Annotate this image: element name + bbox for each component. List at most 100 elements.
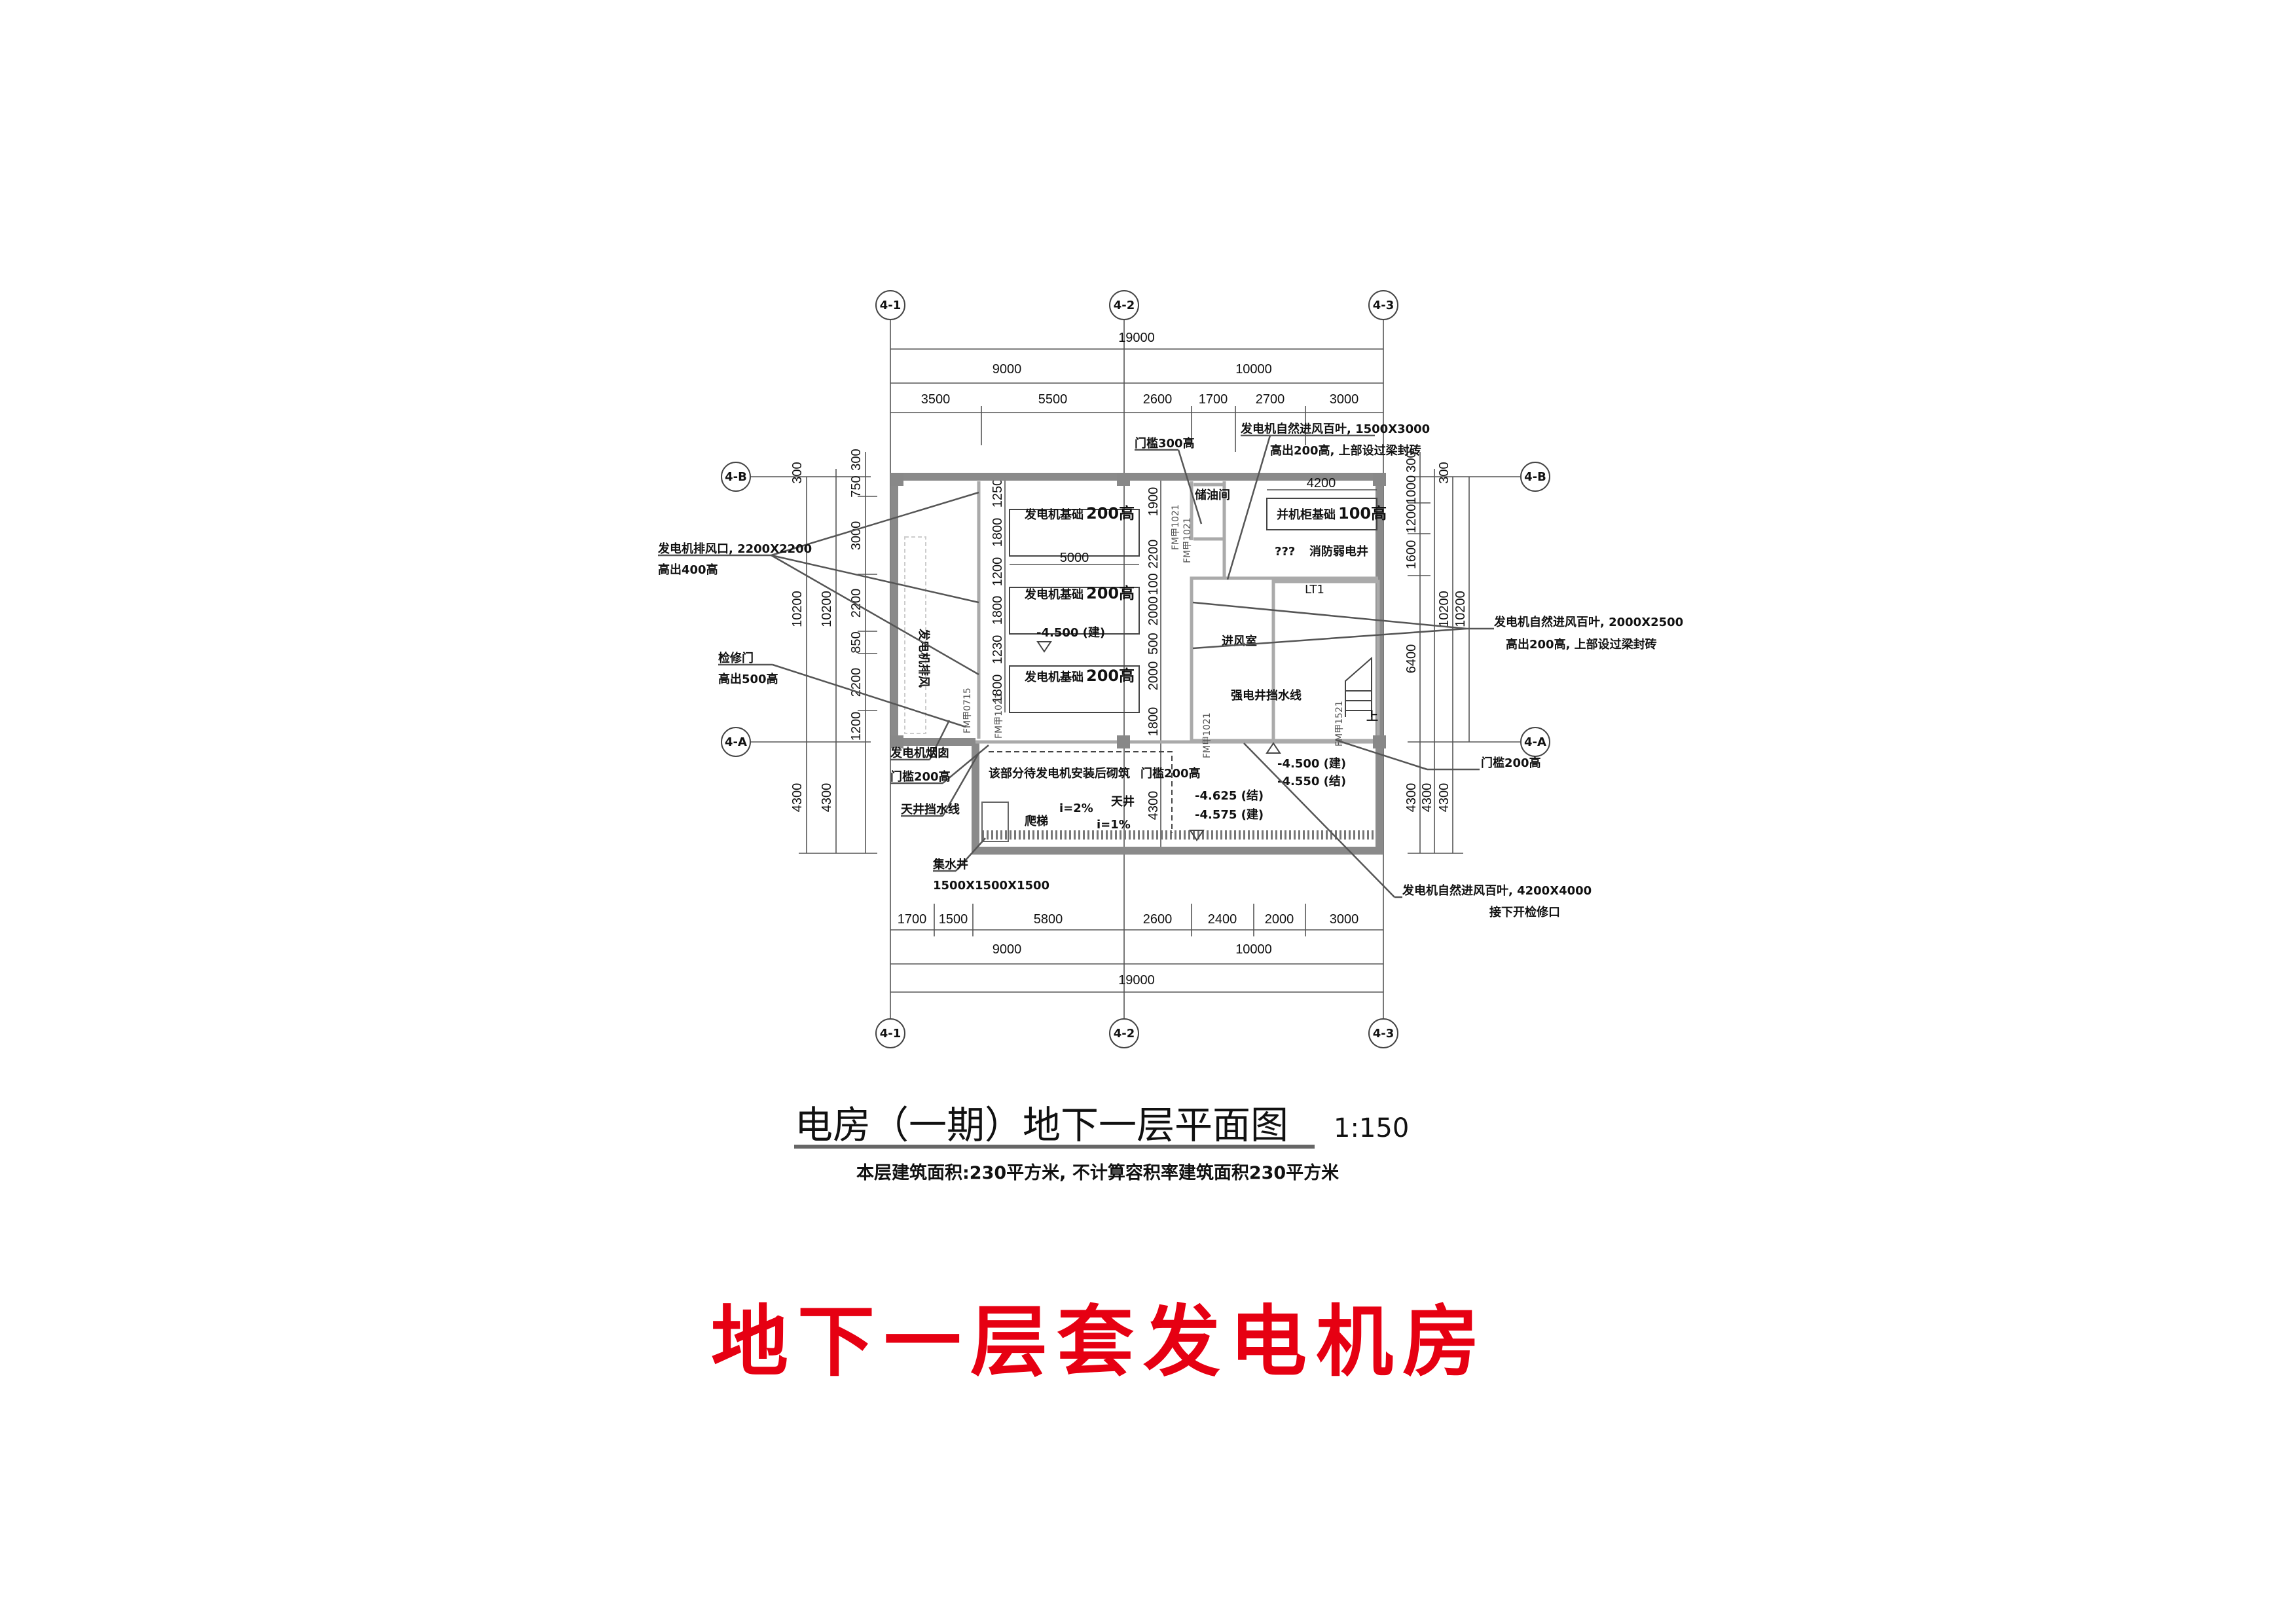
note-patio-curb: 天井挡水线 [901, 802, 960, 817]
weak-shaft-label: 消防弱电井 [1309, 544, 1368, 559]
svg-text:6400: 6400 [1404, 644, 1419, 674]
note-louver-3-detail: 接下开检修口 [1489, 905, 1560, 919]
door-code: FM甲1021 [1171, 504, 1181, 550]
exhaust-shaft-label: 发电机排风 [917, 628, 931, 688]
note-sill-200-mid: 门槛200高 [1140, 766, 1201, 781]
svg-text:1800: 1800 [991, 596, 1005, 625]
slope-1-label: i=1% [1097, 818, 1131, 832]
axis-4-2-top: 4-2 [1109, 290, 1139, 320]
top-dimensions: 19000 9000 10000 3500 5500 2600 1700 270… [890, 331, 1383, 452]
svg-text:10000: 10000 [1235, 362, 1272, 377]
svg-text:10200: 10200 [1453, 591, 1468, 627]
area-note: 本层建筑面积:230平方米, 不计算容积率建筑面积230平方米 [856, 1162, 1339, 1183]
note-sill-200-right: 门槛200高 [1481, 756, 1541, 770]
svg-text:3000: 3000 [849, 521, 864, 551]
note-sill-300: 门槛300高 [1135, 436, 1195, 451]
svg-text:2700: 2700 [1256, 392, 1285, 407]
svg-text:300: 300 [1404, 451, 1419, 472]
svg-text:9000: 9000 [993, 362, 1022, 377]
axis-4-A-left: 4-A [721, 727, 751, 757]
svg-text:2000: 2000 [1265, 912, 1294, 927]
note-louver-1: 发电机自然进风百叶, 1500X3000 [1240, 422, 1430, 436]
svg-text:750: 750 [849, 475, 864, 497]
svg-text:10200: 10200 [1437, 591, 1451, 627]
svg-text:10000: 10000 [1235, 942, 1272, 957]
note-exhaust-height: 高出400高 [658, 563, 718, 577]
svg-text:1600: 1600 [1404, 540, 1419, 570]
note-sump: 集水井 [932, 857, 968, 872]
door-code: FM甲1021 [1182, 517, 1193, 563]
axis-4-B-right: 4-B [1520, 462, 1550, 492]
svg-text:300: 300 [1437, 462, 1451, 483]
svg-text:4-B: 4-B [1524, 470, 1546, 484]
elev-corridor-arch: -4.500 (建) [1277, 756, 1346, 771]
axis-4-1-bottom: 4-1 [875, 1018, 905, 1048]
svg-text:1200: 1200 [991, 557, 1005, 587]
note-louver-2-detail: 高出200高, 上部设过梁封砖 [1506, 637, 1657, 652]
note-chimney: 发电机烟囱 [890, 746, 949, 760]
door-code: FM甲1021 [994, 693, 1004, 739]
svg-text:1800: 1800 [1146, 707, 1161, 737]
ladder-label: 爬梯 [1025, 814, 1048, 828]
title-scale: 1:150 [1334, 1113, 1409, 1143]
svg-text:2200: 2200 [849, 668, 864, 697]
patio-label: 天井 [1111, 794, 1135, 809]
svg-text:4300: 4300 [1420, 783, 1434, 813]
door-code: FM甲0715 [962, 688, 973, 733]
axis-4-A-right: 4-A [1520, 727, 1550, 757]
axis-4-1-top: 4-1 [875, 290, 905, 320]
walls [890, 473, 1386, 855]
note-access-door: 检修门 [718, 651, 754, 665]
note-sill-200-left: 门槛200高 [890, 769, 951, 784]
svg-text:300: 300 [849, 449, 864, 470]
note-exhaust: 发电机排风口, 2200X2200 [657, 542, 812, 556]
title-text: 电房（一期）地下一层平面图 [795, 1103, 1288, 1147]
svg-text:300: 300 [790, 462, 805, 483]
elev-gen-room: -4.500 (建) [1036, 625, 1105, 640]
svg-text:1800: 1800 [991, 674, 1005, 704]
svg-text:3000: 3000 [1330, 392, 1359, 407]
right-dimensions: 300 1000 1200 1600 6400 4300 300 10200 1… [1404, 451, 1470, 854]
svg-text:4-A: 4-A [1524, 735, 1546, 749]
title-underline [794, 1145, 1315, 1149]
svg-text:2200: 2200 [1146, 540, 1161, 569]
stair-up-label: 上 [1366, 710, 1378, 724]
cabinet-width-dim: 4200 [1307, 476, 1336, 490]
generator-bases [1009, 489, 1377, 713]
door-code: FM甲1521 [1334, 701, 1345, 747]
svg-text:4-2: 4-2 [1114, 299, 1135, 312]
axis-4-B-left: 4-B [721, 462, 751, 492]
note-sump-size: 1500X1500X1500 [933, 879, 1049, 893]
svg-text:4-1: 4-1 [880, 1027, 902, 1041]
banner-text: 地下一层套发电机房 [711, 1296, 1489, 1387]
svg-text:2400: 2400 [1208, 912, 1237, 927]
stair-label: LT1 [1305, 583, 1324, 597]
svg-text:1000: 1000 [1404, 475, 1419, 505]
svg-text:2600: 2600 [1143, 392, 1173, 407]
axis-4-3-bottom: 4-3 [1368, 1018, 1398, 1048]
svg-text:2000: 2000 [1146, 661, 1161, 691]
svg-text:1700: 1700 [1199, 392, 1228, 407]
svg-text:1800: 1800 [991, 518, 1005, 547]
svg-text:1700: 1700 [898, 912, 927, 927]
unknown-label: ??? [1275, 545, 1295, 559]
note-louver-3: 发电机自然进风百叶, 4200X4000 [1402, 883, 1592, 898]
strong-shaft-curb-label: 强电井挡水线 [1231, 688, 1302, 703]
svg-text:10200: 10200 [790, 591, 805, 627]
svg-text:4300: 4300 [1146, 791, 1161, 821]
elev-patio-struct: -4.625 (结) [1195, 788, 1264, 803]
svg-text:9000: 9000 [993, 942, 1022, 957]
svg-text:10200: 10200 [820, 591, 834, 627]
svg-text:1200: 1200 [849, 712, 864, 741]
svg-text:5500: 5500 [1038, 392, 1068, 407]
svg-text:500: 500 [1146, 633, 1161, 654]
stair-icon [1345, 656, 1372, 717]
svg-text:4-2: 4-2 [1114, 1027, 1135, 1041]
svg-text:1250: 1250 [991, 479, 1005, 508]
note-louver-2: 发电机自然进风百叶, 2000X2500 [1493, 615, 1683, 629]
